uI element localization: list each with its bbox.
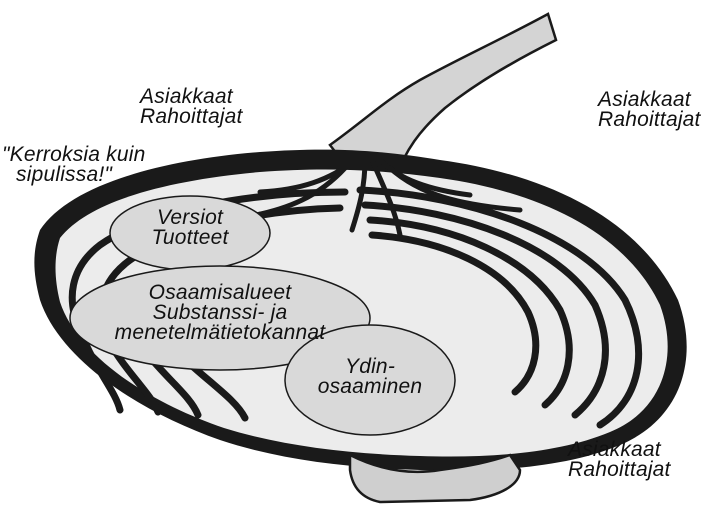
core-line1: Ydin- (310, 357, 430, 377)
label-top-right: Asiakkaat Rahoittajat (598, 90, 701, 130)
competence-line2: Substanssi- ja (95, 303, 345, 323)
competence-line1: Osaamisalueet (95, 283, 345, 303)
label-top-left: Asiakkaat Rahoittajat (140, 87, 243, 127)
label-bottom-right: Asiakkaat Rahoittajat (568, 440, 671, 480)
versions-label: Versiot Tuotteet (130, 208, 250, 248)
versions-line1: Versiot (130, 208, 250, 228)
competence-areas-label: Osaamisalueet Substanssi- ja menetelmäti… (95, 283, 345, 343)
label-top-left-line1: Asiakkaat (140, 87, 243, 107)
quote-line2: sipulissa!" (2, 165, 146, 185)
label-bottom-right-line1: Asiakkaat (568, 440, 671, 460)
label-top-right-line1: Asiakkaat (598, 90, 701, 110)
competence-line3: menetelmätietokannat (95, 323, 345, 343)
core-line2: osaaminen (310, 377, 430, 397)
core-competence-label: Ydin- osaaminen (310, 357, 430, 397)
quote-label: "Kerroksia kuin sipulissa!" (2, 145, 146, 185)
label-top-right-line2: Rahoittajat (598, 110, 701, 130)
label-top-left-line2: Rahoittajat (140, 107, 243, 127)
label-bottom-right-line2: Rahoittajat (568, 460, 671, 480)
quote-line1: "Kerroksia kuin (2, 145, 146, 165)
versions-line2: Tuotteet (130, 228, 250, 248)
